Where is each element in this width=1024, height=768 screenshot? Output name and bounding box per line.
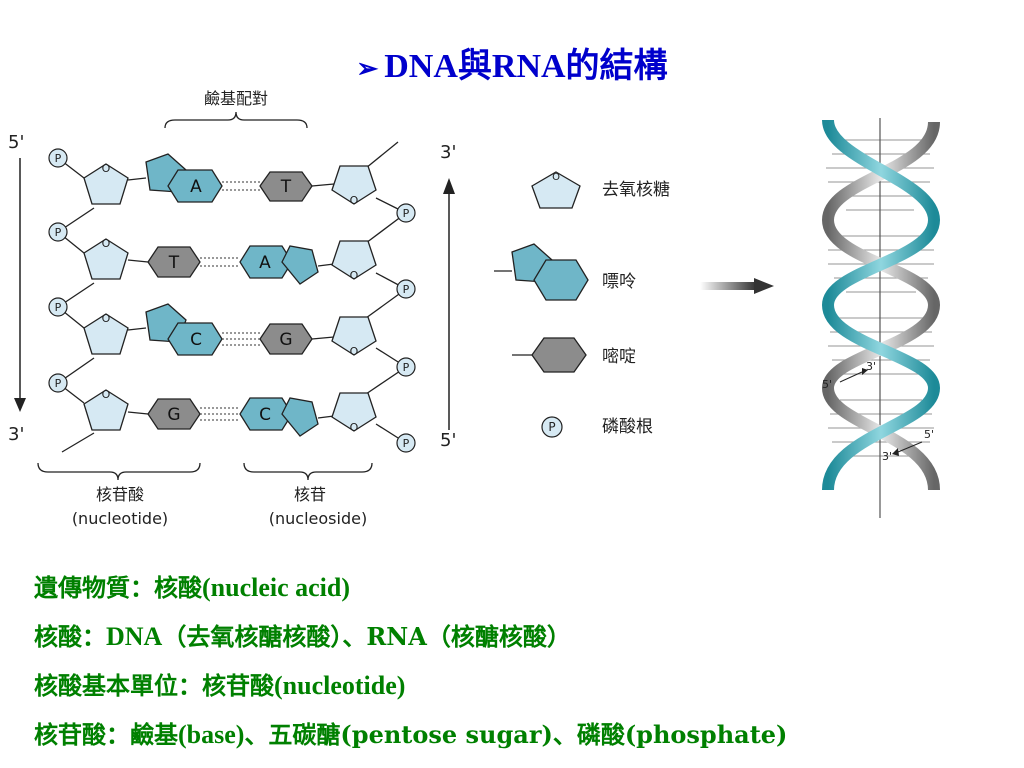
legend-pyrimidine-icon: [531, 337, 587, 373]
sugar-oxygen-label: O: [102, 388, 111, 401]
helix-strand-teal: [821, 119, 941, 491]
right-strand-3-prime: 3': [440, 142, 456, 163]
sugar-oxygen-label: O: [102, 162, 111, 175]
base-letter: C: [190, 330, 202, 350]
deoxyribose-icon: [331, 392, 377, 432]
left-strand-5-prime: 5': [8, 132, 24, 153]
sugar-oxygen-label: O: [102, 312, 111, 325]
pyrimidine-icon: [147, 246, 201, 278]
deoxyribose-icon: [331, 316, 377, 356]
double-helix: 5' 3' 5' 3': [821, 118, 941, 518]
legend-phosphate-label: 磷酸根: [602, 417, 653, 437]
svg-text:P: P: [403, 207, 410, 220]
phosphate-icon: P: [396, 203, 416, 223]
svg-text:P: P: [403, 283, 410, 296]
legend-purine-label: 嘌呤: [602, 272, 636, 292]
phosphate-icon: P: [48, 297, 68, 317]
nucleotide-brace: [37, 462, 201, 481]
arrow-bullet-icon: ➢: [356, 54, 379, 83]
legend-phosphate-icon: [541, 416, 563, 438]
hydrogen-bonds: [200, 181, 262, 421]
svg-text:P: P: [55, 377, 62, 390]
deoxyribose-icon: [331, 240, 377, 280]
legend-deoxyribose-icon: [531, 171, 581, 209]
nucleotide-label-en: (nucleotide): [72, 509, 168, 528]
sugar-oxygen-label: O: [350, 421, 359, 434]
svg-text:P: P: [548, 420, 555, 434]
purine-hexagon-icon: [167, 322, 223, 356]
sugar-oxygen-label: O: [350, 194, 359, 207]
base-letter: T: [280, 177, 292, 197]
pyrimidine-icon: [259, 171, 313, 202]
base-letter: A: [259, 253, 271, 273]
deoxyribose-icon: [83, 163, 129, 205]
purine-hexagon-icon: [239, 245, 293, 279]
deoxyribose-icon: [83, 389, 129, 431]
purine-five-ring-icon: [281, 397, 319, 437]
phosphate-icon: P: [396, 279, 416, 299]
purine-five-ring-icon: [281, 245, 319, 285]
helix-strand-gray: [821, 121, 941, 491]
slide-title: ➢DNA與RNA的結構: [0, 38, 1024, 87]
sugar-oxygen-label: O: [350, 269, 359, 282]
phosphate-icon: P: [396, 433, 416, 453]
note-line-2: 核酸：DNA（去氧核醣核酸）、RNA（核醣核酸）: [34, 622, 571, 651]
deoxyribose-icon: [83, 238, 129, 280]
left-arrowhead-icon: [14, 398, 26, 412]
slide-title-text: DNA與RNA的結構: [384, 48, 668, 85]
deoxyribose-icon: [331, 165, 377, 205]
helix-3-prime-label-b: 3': [882, 450, 892, 463]
transition-arrow-icon: [700, 278, 774, 294]
nucleotide-label-zh: 核苷酸: [96, 485, 144, 504]
nucleoside-label-en: (nucleoside): [269, 509, 367, 528]
phosphate-icon: P: [48, 373, 68, 393]
phosphate-groups: P P P P P P P P: [48, 148, 416, 453]
helix-3-prime-label: 3': [866, 360, 876, 373]
note-line-1: 遺傳物質：核酸(nucleic acid): [34, 573, 351, 602]
base-pairing-label: 鹼基配對: [204, 89, 268, 108]
svg-text:O: O: [552, 172, 560, 183]
svg-text:P: P: [55, 226, 62, 239]
right-arrowhead-icon: [443, 178, 455, 194]
base-letter: G: [167, 405, 180, 425]
dna-structure-diagram: 鹼基配對 5' 3' 3' 5' O: [8, 89, 941, 528]
left-strand-3-prime: 3': [8, 424, 24, 445]
svg-text:P: P: [403, 361, 410, 374]
base-letter: G: [279, 330, 292, 350]
note-line-4: 核苷酸：鹼基(base)、五碳醣(pentose sugar)、磷酸(phosp…: [34, 720, 788, 749]
base-pairing-brace: [164, 111, 308, 129]
nucleoside-label-zh: 核苷: [294, 485, 326, 504]
base-letter: T: [168, 253, 180, 273]
legend-purine-hexagon-icon: [533, 259, 589, 301]
svg-text:P: P: [55, 301, 62, 314]
helix-5-prime-label-b: 5': [924, 428, 934, 441]
pyrimidine-icon: [259, 323, 313, 355]
svg-text:P: P: [55, 152, 62, 165]
svg-text:P: P: [403, 437, 410, 450]
purine-hexagon-icon: [167, 169, 223, 203]
helix-5-prime-label: 5': [822, 378, 832, 391]
sugar-oxygen-label: O: [102, 237, 111, 250]
deoxyribose-icon: [83, 313, 129, 355]
nucleotide-pair-4: O G C O: [83, 388, 377, 437]
right-strand-5-prime: 5': [440, 430, 456, 451]
legend-deoxyribose-label: 去氧核糖: [602, 180, 670, 200]
note-line-3: 核酸基本單位：核苷酸(nucleotide): [34, 671, 406, 700]
phosphate-icon: P: [396, 357, 416, 377]
phosphate-icon: P: [48, 148, 68, 168]
nucleotide-pair-2: O T A O: [83, 237, 377, 285]
phosphate-icon: P: [48, 222, 68, 242]
notes: 遺傳物質：核酸(nucleic acid) 核酸：DNA（去氧核醣核酸）、RNA…: [34, 568, 1014, 764]
pyrimidine-icon: [147, 398, 201, 430]
base-letter: A: [190, 177, 202, 197]
base-letter: C: [259, 405, 271, 425]
nucleotide-pair-3: O C G O: [83, 303, 377, 358]
sugar-oxygen-label: O: [350, 345, 359, 358]
nucleotide-pair-1: O A T O: [83, 153, 377, 207]
legend: O 去氧核糖 嘌呤 嘧啶 P 磷酸根: [494, 171, 670, 438]
purine-hexagon-icon: [239, 397, 293, 431]
legend-pyrimidine-label: 嘧啶: [602, 347, 636, 367]
nucleoside-brace: [243, 462, 373, 481]
